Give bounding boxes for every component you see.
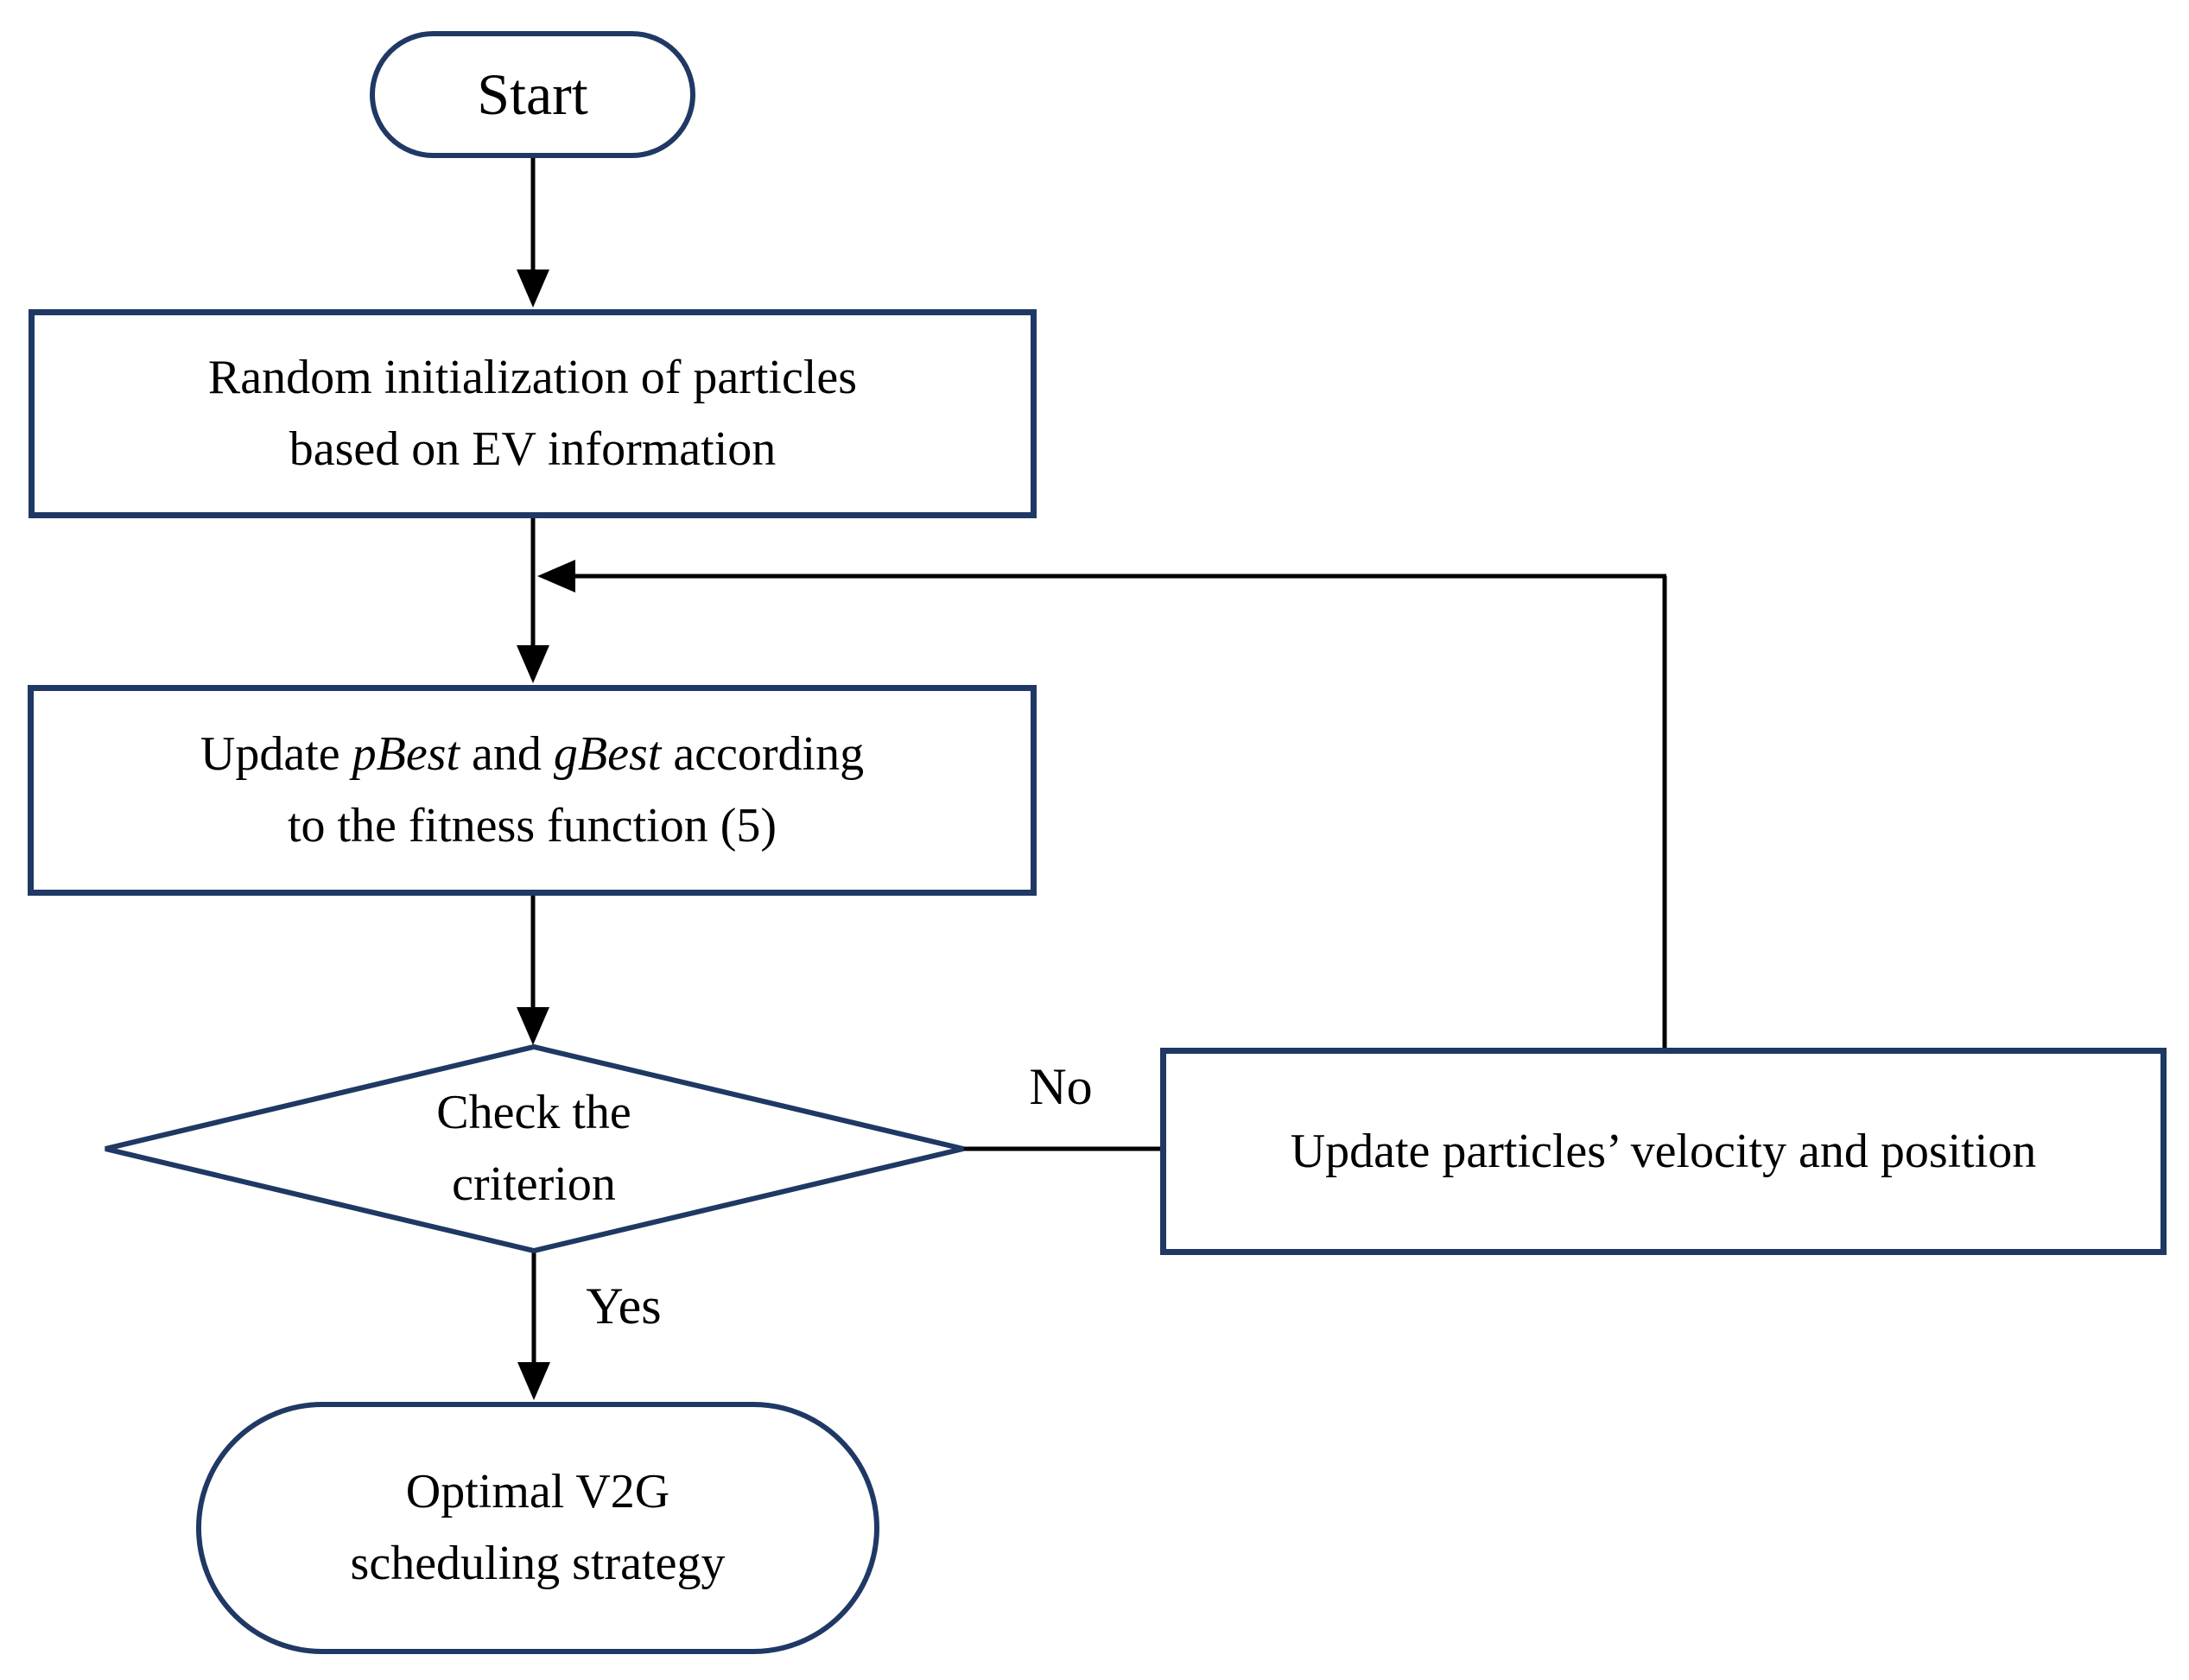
optimal-line2: scheduling strategy [350,1537,726,1590]
arrowhead-into-updatebest [517,645,549,683]
decision-diamond-shape [105,1043,964,1254]
update-best-line2: to the fitness function (5) [287,799,777,853]
update-best-node: Update pBest and gBest according to the … [28,685,1037,896]
start-label: Start [477,61,588,128]
decision-node: Check the criterion [378,1086,689,1211]
update-particles-node: Update particles’ velocity and position [1160,1048,2167,1255]
arrowhead-into-optimal [517,1362,550,1400]
yes-label: Yes [586,1277,662,1334]
init-line1: Random initialization of particles [207,351,858,405]
optimal-node: Optimal V2G scheduling strategy [196,1402,879,1654]
update-particles-label: Update particles’ velocity and position [1290,1124,2037,1178]
update-best-line1: Update pBest and gBest according [200,719,864,790]
no-label: No [1029,1058,1093,1115]
optimal-line1: Optimal V2G [405,1465,670,1519]
update-best-seg-according: according [661,727,865,782]
update-best-seg-update: Update [200,727,352,782]
update-best-seg-pbest: pBest [352,727,460,782]
arrowhead-feedback-left [537,560,575,593]
arrowhead-into-decision [517,1007,549,1045]
arrowhead-into-init [517,269,549,307]
update-best-seg-and: and [460,727,554,782]
update-best-seg-gbest: gBest [553,727,662,782]
init-node: Random initialization of particles based… [29,309,1037,518]
decision-line1: Check the [436,1086,631,1140]
init-line2: based on EV information [289,422,777,476]
start-node: Start [370,31,695,158]
decision-line2: criterion [452,1157,616,1211]
